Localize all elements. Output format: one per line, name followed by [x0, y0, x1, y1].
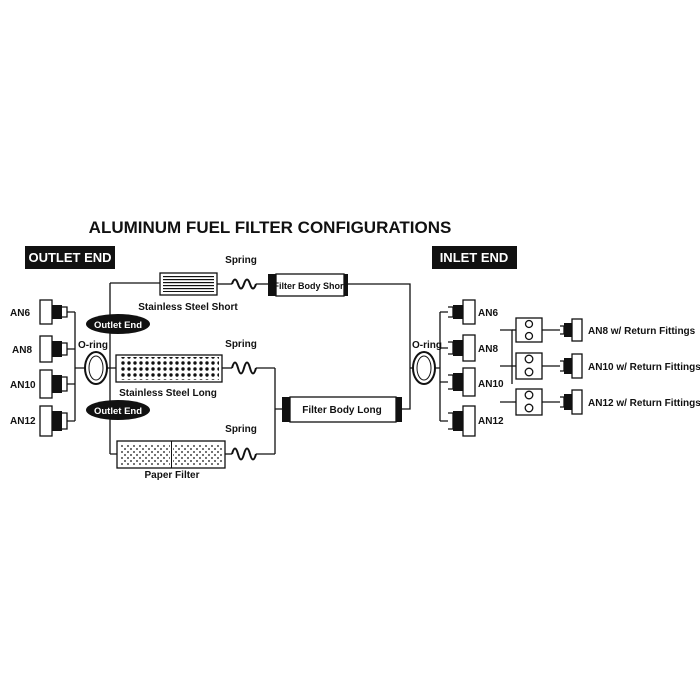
- filter-body-label: Filter Body Long: [302, 405, 381, 416]
- diagram-title: ALUMINUM FUEL FILTER CONFIGURATIONS: [89, 218, 452, 237]
- outlet-fitting-an6: AN6: [10, 299, 68, 325]
- oring-right-icon: [412, 351, 436, 385]
- oring-left-icon: [84, 351, 108, 385]
- inlet-fitting-an10: AN10: [448, 367, 504, 397]
- spring-3: Spring: [225, 424, 257, 461]
- return-fitting-label: AN10 w/ Return Fittings: [588, 362, 700, 373]
- outlet-end-pill-label: Outlet End: [94, 406, 142, 417]
- inlet-fitting-an6: AN6: [448, 299, 498, 325]
- outlet-end-pill-label: Outlet End: [94, 320, 142, 331]
- return-fitting-an10: AN10 w/ Return Fittings: [512, 352, 700, 380]
- return-fitting-label: AN12 w/ Return Fittings: [588, 398, 700, 409]
- filter-label: Stainless Steel Short: [138, 302, 238, 313]
- oring-left-label: O-ring: [78, 340, 108, 351]
- inlet-fitting-an8: AN8: [448, 334, 498, 362]
- outlet-fitting-label: AN10: [10, 380, 36, 391]
- spring-label: Spring: [225, 424, 257, 435]
- stainless-steel-long-filter: Stainless Steel Long: [115, 354, 223, 399]
- return-fitting-an8: AN8 w/ Return Fittings: [512, 317, 696, 343]
- outlet-end-pill-1: Outlet End: [86, 314, 150, 334]
- filter-body-label: Filter Body Short: [273, 281, 346, 291]
- inlet-fitting-label: AN6: [478, 308, 498, 319]
- return-fitting-label: AN8 w/ Return Fittings: [588, 326, 696, 337]
- filter-body-short: Filter Body Short: [268, 273, 348, 297]
- outlet-fitting-an8: AN8: [12, 335, 68, 363]
- outlet-fitting-an10: AN10: [10, 369, 68, 399]
- inlet-fitting-label: AN10: [478, 379, 504, 390]
- spring-2: Spring: [225, 339, 257, 375]
- spring-label: Spring: [225, 255, 257, 266]
- inlet-end-header-label: INLET END: [440, 250, 509, 265]
- spring-1: Spring: [225, 255, 257, 290]
- filter-label: Paper Filter: [144, 470, 199, 481]
- filter-label: Stainless Steel Long: [119, 388, 217, 399]
- outlet-end-header-label: OUTLET END: [28, 250, 111, 265]
- return-fitting-an12: AN12 w/ Return Fittings: [512, 388, 700, 416]
- inlet-end-header: INLET END: [432, 246, 517, 269]
- outlet-end-pill-2: Outlet End: [86, 400, 150, 420]
- paper-filter: Paper Filter: [116, 440, 226, 481]
- outlet-fitting-an12: AN12: [10, 405, 68, 437]
- outlet-fitting-label: AN6: [10, 308, 30, 319]
- filter-body-long: Filter Body Long: [282, 396, 402, 423]
- oring-right-label: O-ring: [412, 340, 442, 351]
- inlet-fitting-label: AN12: [478, 416, 504, 427]
- inlet-fitting-an12: AN12: [448, 405, 504, 437]
- outlet-end-header: OUTLET END: [25, 246, 115, 269]
- spring-label: Spring: [225, 339, 257, 350]
- outlet-fitting-label: AN8: [12, 345, 32, 356]
- stainless-steel-short-filter: Stainless Steel Short: [138, 272, 238, 313]
- inlet-fitting-label: AN8: [478, 344, 498, 355]
- outlet-fitting-label: AN12: [10, 416, 36, 427]
